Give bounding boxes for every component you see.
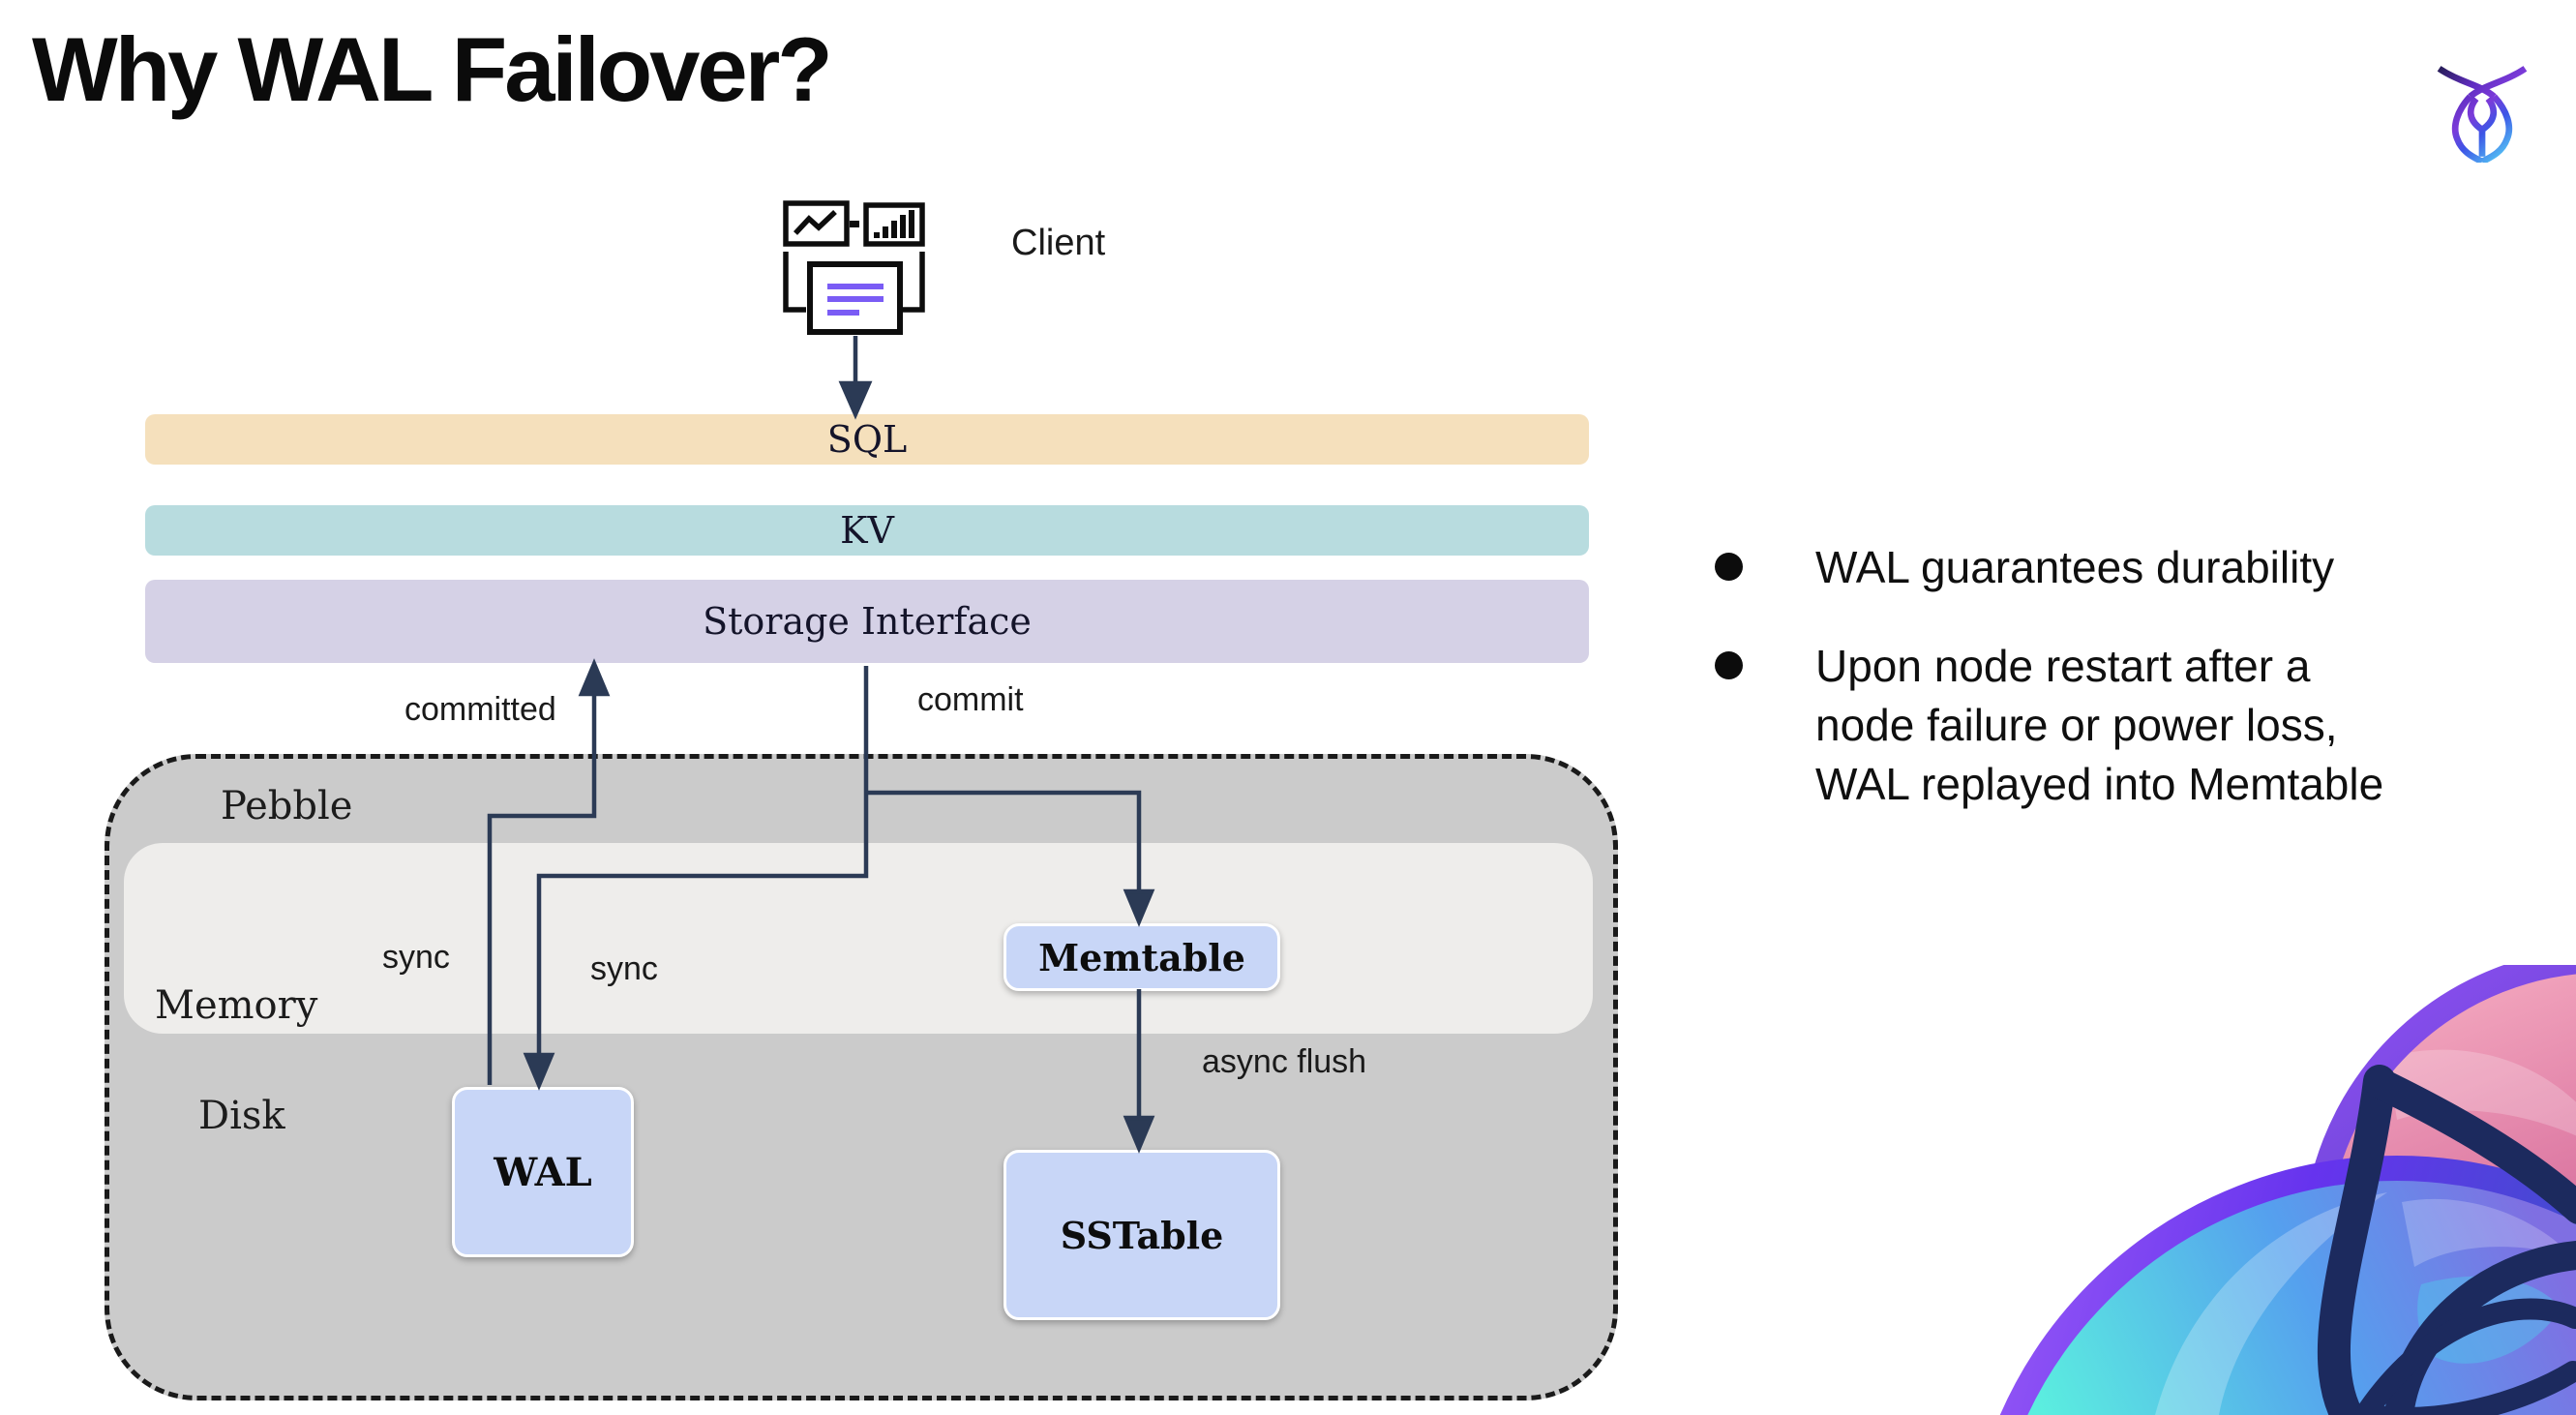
sstable-label: SSTable — [1060, 1213, 1224, 1257]
sync-right-label: sync — [590, 950, 658, 987]
bullet-item: WAL guarantees durability — [1715, 538, 2566, 597]
client-label: Client — [1011, 223, 1106, 263]
client-icon — [783, 200, 925, 335]
pebble-label: Pebble — [221, 784, 353, 828]
wal-node: WAL — [452, 1087, 634, 1257]
bullet-item: Upon node restart after a node failure o… — [1715, 637, 2566, 814]
sstable-node: SSTable — [1003, 1150, 1280, 1320]
memtable-node: Memtable — [1003, 923, 1280, 991]
layer-kv-label: KV — [840, 509, 894, 552]
document-icon — [783, 252, 925, 335]
memory-label: Memory — [155, 983, 318, 1028]
disk-label: Disk — [198, 1094, 285, 1138]
bullet-text: Upon node restart after a node failure o… — [1815, 641, 2384, 809]
cockroach-logo-icon — [2437, 66, 2528, 163]
bullet-dot — [1715, 553, 1743, 581]
memory-region — [124, 843, 1593, 1034]
layer-storage-interface: Storage Interface — [145, 580, 1589, 663]
memtable-label: Memtable — [1038, 935, 1245, 979]
bar-chart-icon — [863, 202, 925, 247]
layer-storage-label: Storage Interface — [703, 600, 1032, 643]
wal-label: WAL — [494, 1149, 592, 1195]
decorative-brand-art — [1999, 965, 2576, 1415]
layer-sql-label: SQL — [826, 418, 908, 461]
line-chart-icon — [783, 200, 850, 247]
client-to-sql-arrow — [838, 336, 873, 420]
bullet-dot — [1715, 651, 1743, 679]
sync-left-label: sync — [382, 939, 450, 976]
bullet-list: WAL guarantees durability Upon node rest… — [1715, 538, 2566, 854]
committed-label: committed — [404, 691, 556, 728]
layer-sql: SQL — [145, 414, 1589, 465]
bullet-text: WAL guarantees durability — [1815, 542, 2335, 592]
dash-connector — [850, 221, 859, 227]
commit-label: commit — [917, 681, 1024, 718]
layer-kv: KV — [145, 505, 1589, 556]
page-title: Why WAL Failover? — [32, 18, 833, 120]
async-flush-label: async flush — [1202, 1043, 1367, 1080]
